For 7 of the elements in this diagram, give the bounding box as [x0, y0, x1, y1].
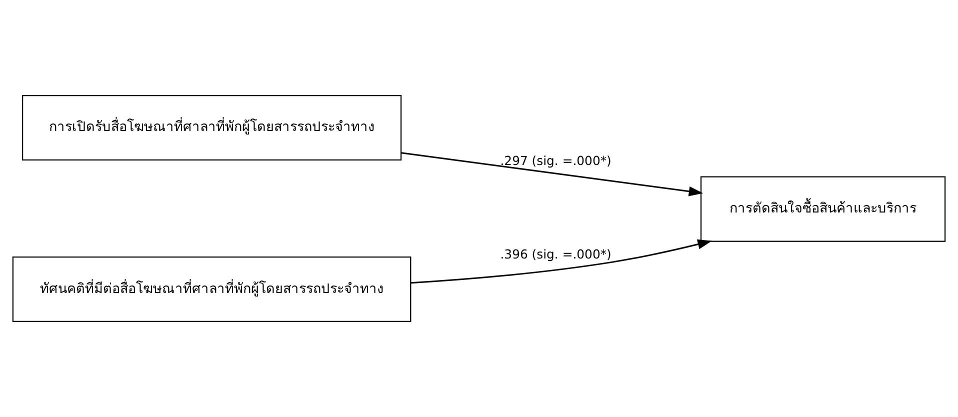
edge-label: .297 (sig. =.000*) [500, 152, 612, 168]
node-box: ทัศนคติที่มีต่อสื่อโฆษณาที่ศาลาที่พักผู้โดยสารรถประจำทาง [12, 256, 412, 322]
edge-label: .396 (sig. =.000*) [500, 246, 612, 262]
arrow [401, 152, 704, 196]
node-box: การตัดสินใจซื้อสินค้าและบริการ [700, 176, 946, 242]
node-box: การเปิดรับสื่อโฆษณาที่ศาลาที่พักผู้โดยสารรถประจำทาง [22, 94, 402, 160]
arrow [410, 239, 712, 284]
